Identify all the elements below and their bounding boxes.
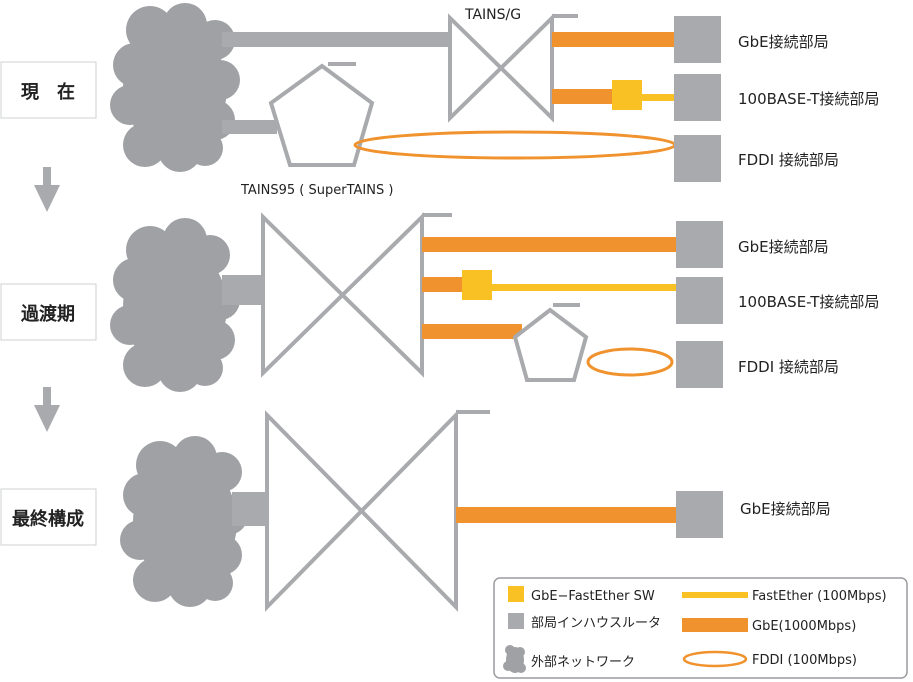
stage-box-transition (0, 283, 97, 341)
legend-cloud-icon (503, 645, 526, 673)
gbe-link-4 (422, 277, 462, 292)
external-network-cloud-icon (110, 3, 240, 172)
down-arrow-icon (34, 387, 60, 432)
down-arrow-icon (34, 167, 60, 212)
link-cloud-tains-g (222, 32, 450, 47)
legend: GbE−FastEther SW 部局インハウスルータ 外部ネットワーク Fas… (493, 577, 908, 679)
station-100base-1 (674, 74, 721, 121)
fddi-ring-1 (353, 130, 677, 160)
legend-sw-label: GbE−FastEther SW (531, 589, 655, 604)
stage-labels: 現 在 過渡期 最終構成 (0, 61, 97, 546)
tains95-pentagon-icon (268, 62, 375, 167)
stage-label-current: 現 在 (21, 81, 75, 103)
legend-fddi-swatch (682, 650, 748, 668)
legend-fddi-label: FDDI (100Mbps) (752, 653, 857, 668)
stage-label-transition: 過渡期 (21, 303, 75, 325)
stage-box-current (0, 61, 97, 119)
station-fddi-2 (676, 341, 723, 388)
legend-external-label: 外部ネットワーク (531, 655, 635, 670)
legend-gbe-label: GbE(1000Mbps) (752, 619, 856, 634)
stage-current: TAINS/G TAINS95 ( SuperTAINS ) GbE接続部局 1… (110, 3, 879, 198)
stage-transition: GbE接続部局 100BASE-T接続部局 FDDI 接続部局 (110, 212, 879, 392)
inhouse-router-pentagon-icon (512, 303, 589, 382)
link-cloud-tains-g-3 (232, 492, 270, 526)
fastether-link-1 (642, 94, 674, 101)
gbe-link-2 (552, 89, 612, 104)
tains95-label: TAINS95 ( SuperTAINS ) (240, 183, 393, 198)
station-fddi-label-1: FDDI 接続部局 (738, 151, 839, 169)
station-fddi-label-2: FDDI 接続部局 (738, 358, 839, 376)
station-gbe-2 (676, 221, 723, 268)
station-fddi-1 (674, 135, 721, 182)
fddi-ring-2 (586, 347, 674, 377)
link-cloud-tains-g-2 (222, 275, 264, 305)
gbe-fastether-sw-2 (462, 270, 492, 300)
legend-router-label: 部局インハウスルータ (531, 616, 661, 631)
station-gbe-label-1: GbE接続部局 (738, 33, 829, 51)
tains-g-bowtie-icon (448, 13, 578, 123)
station-100base-label-1: 100BASE-T接続部局 (738, 90, 879, 108)
legend-fastether-label: FastEther (100Mbps) (752, 589, 887, 604)
gbe-link-5 (422, 324, 522, 339)
stage-box-final (0, 488, 97, 546)
gbe-link-3 (422, 237, 676, 252)
legend-gbe-swatch (682, 618, 748, 632)
gbe-fastether-sw-1 (612, 80, 642, 110)
stage-final: GbE接続部局 (120, 410, 831, 612)
legend-fastether-swatch (682, 592, 748, 598)
station-gbe-label-3: GbE接続部局 (740, 500, 831, 518)
link-cloud-tains95 (222, 120, 277, 134)
fastether-link-2 (492, 284, 676, 291)
tains-g-bowtie-icon-3 (265, 410, 490, 612)
tains-g-label: TAINS/G (464, 7, 521, 23)
external-network-cloud-icon (120, 436, 248, 607)
legend-sw-swatch (508, 586, 524, 602)
station-gbe-1 (674, 16, 721, 63)
tains-g-bowtie-icon-2 (261, 212, 452, 378)
stage-label-final: 最終構成 (12, 508, 84, 530)
legend-router-swatch (508, 613, 524, 629)
station-gbe-3 (676, 491, 723, 538)
station-gbe-label-2: GbE接続部局 (738, 238, 829, 256)
external-network-cloud-icon (110, 218, 240, 392)
station-100base-label-2: 100BASE-T接続部局 (738, 293, 879, 311)
gbe-link-1 (552, 32, 674, 47)
station-100base-2 (676, 277, 723, 324)
gbe-link-6 (456, 507, 676, 523)
